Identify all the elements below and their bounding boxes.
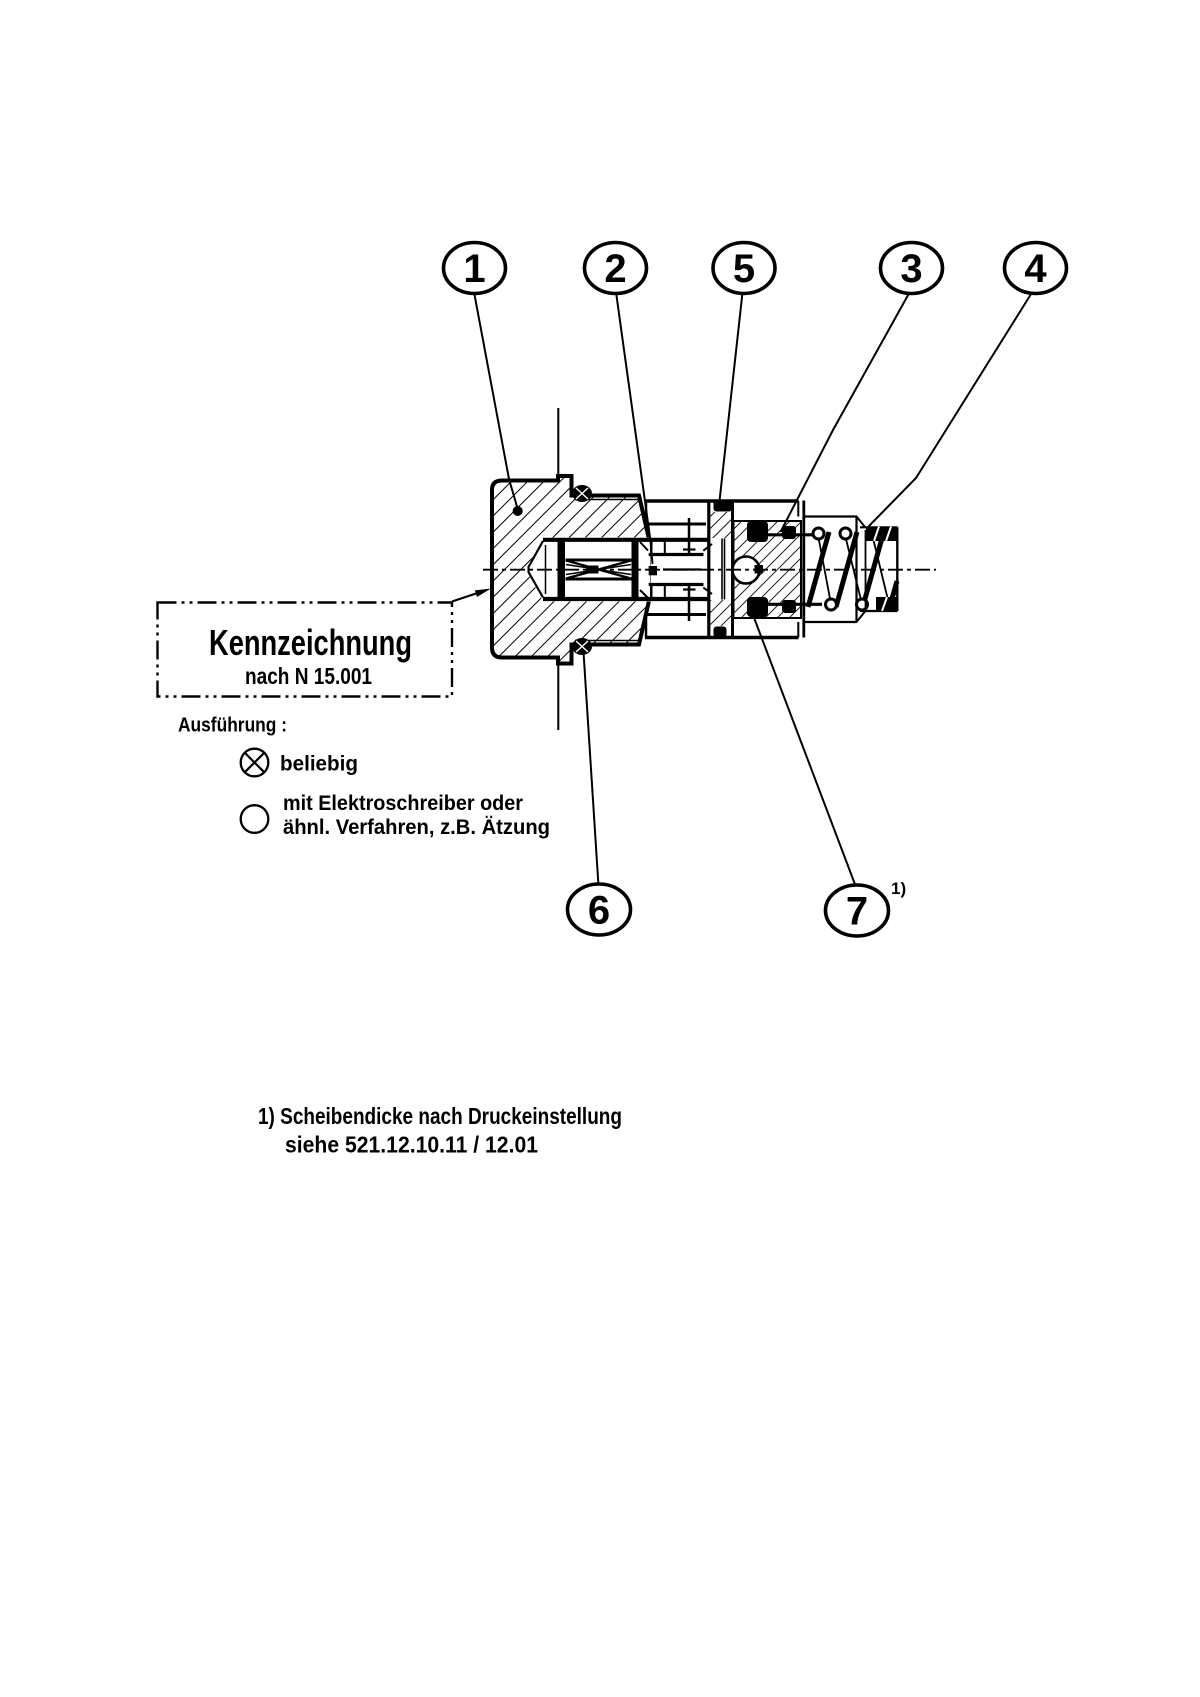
svg-text:2: 2 (604, 247, 626, 291)
svg-text:siehe 521.12.10.11 / 12.01: siehe 521.12.10.11 / 12.01 (285, 1132, 538, 1158)
svg-text:4: 4 (1024, 247, 1047, 291)
svg-text:1) Scheibendicke nach Druckein: 1) Scheibendicke nach Druckeinstellung (258, 1103, 622, 1129)
svg-text:6: 6 (588, 889, 610, 933)
svg-text:ähnl. Verfahren, z.B. Ätzung: ähnl. Verfahren, z.B. Ätzung (283, 816, 550, 839)
svg-text:1: 1 (463, 247, 485, 291)
svg-text:Kennzeichnung: Kennzeichnung (209, 622, 412, 663)
svg-text:1): 1) (891, 879, 906, 898)
svg-text:5: 5 (733, 247, 755, 291)
svg-text:3: 3 (900, 247, 922, 291)
svg-text:7: 7 (846, 890, 868, 934)
svg-text:beliebig: beliebig (280, 753, 358, 776)
svg-text:nach N 15.001: nach N 15.001 (245, 663, 372, 689)
svg-text:Ausführung :: Ausführung : (178, 714, 287, 737)
svg-text:mit Elektroschreiber oder: mit Elektroschreiber oder (283, 792, 523, 815)
